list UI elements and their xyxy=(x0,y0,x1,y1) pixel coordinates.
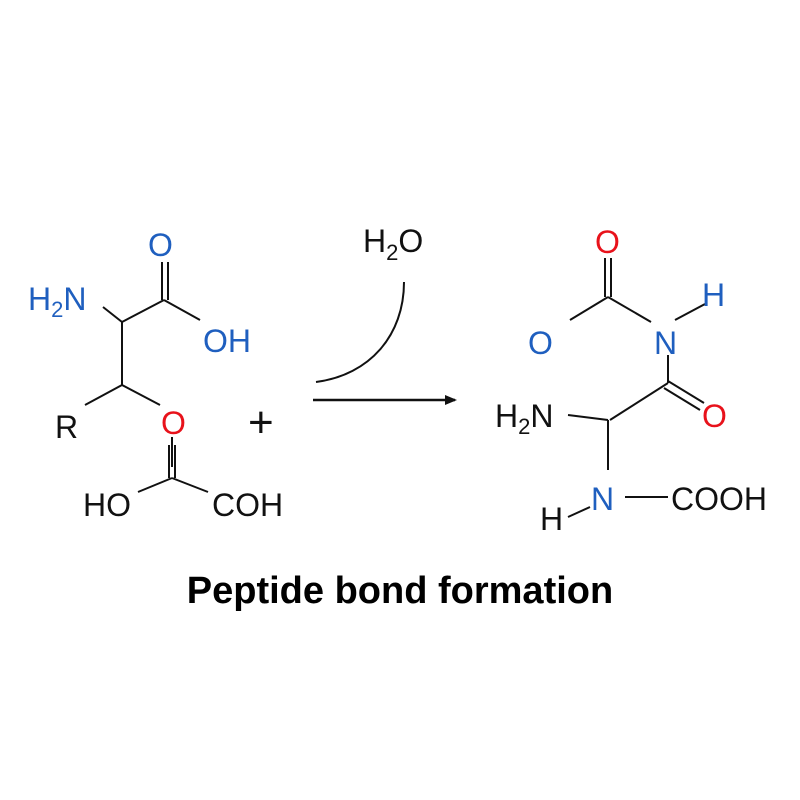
bond xyxy=(84,384,123,406)
bond xyxy=(667,380,705,404)
reactant-ho-label: HO xyxy=(83,487,131,523)
bond xyxy=(567,414,609,421)
bond xyxy=(102,306,123,323)
reactant-amine-label: H2N xyxy=(28,281,86,322)
water-curve xyxy=(315,281,405,383)
product-cooh-label: COOH xyxy=(671,481,767,517)
bond xyxy=(567,506,591,518)
reactant-ester-oxygen: O xyxy=(161,405,186,441)
bond xyxy=(171,477,209,493)
reactant-molecule xyxy=(84,262,209,493)
reactant-hydroxyl-label: OH xyxy=(203,323,251,359)
bond xyxy=(609,382,669,421)
bond xyxy=(663,387,701,411)
reactant-carbonyl-oxygen: O xyxy=(148,227,173,263)
bond xyxy=(121,384,161,406)
bond xyxy=(674,303,706,321)
product-bottom-hydrogen: H xyxy=(540,501,563,537)
bond xyxy=(569,296,609,321)
water-label: H2O xyxy=(363,223,423,265)
diagram-caption: Peptide bond formation xyxy=(186,570,614,612)
bond xyxy=(607,296,652,323)
product-amine-label: H2N xyxy=(495,398,553,439)
product-molecule xyxy=(567,258,706,518)
bond xyxy=(121,299,165,323)
product-top-hydrogen: H xyxy=(702,277,725,313)
bond xyxy=(137,477,173,493)
r-group-label: R xyxy=(55,409,78,445)
product-right-carbonyl-oxygen: O xyxy=(702,398,727,434)
product-bottom-nitrogen: N xyxy=(591,481,614,517)
plus-sign: + xyxy=(248,398,274,447)
reactant-coh-label: COH xyxy=(212,487,283,523)
product-top-nitrogen: N xyxy=(654,325,677,361)
product-left-oxygen: O xyxy=(528,325,553,361)
product-top-carbonyl-oxygen: O xyxy=(595,224,620,260)
bond xyxy=(163,299,201,321)
